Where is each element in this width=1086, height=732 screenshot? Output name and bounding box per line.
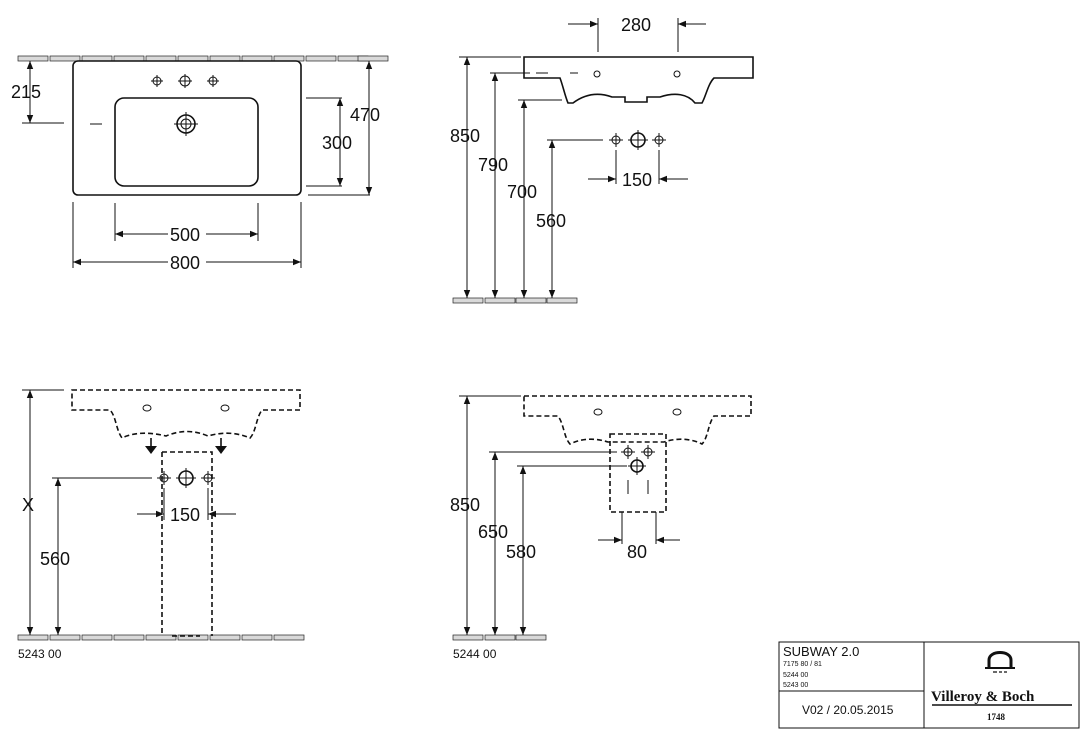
dim-580: 580 <box>506 542 536 562</box>
pedestal-dashed <box>161 451 213 637</box>
fountain-icon <box>985 651 1015 673</box>
product-name: SUBWAY 2.0 <box>783 644 859 659</box>
dim-280: 280 <box>621 15 651 35</box>
dim-650: 650 <box>478 522 508 542</box>
pedestal-5243-view: X 560 150 5243 00 <box>17 389 305 661</box>
brand-logo: Villeroy & Boch 1748 <box>931 651 1072 722</box>
ref-line-1: 7175 80 / 81 <box>783 661 822 668</box>
dim-850-side: 850 <box>450 126 480 146</box>
floor-tiles <box>452 634 547 641</box>
basin-dashed <box>71 389 301 440</box>
floor-tiles <box>452 297 578 304</box>
basin-profile <box>523 56 754 104</box>
basin-bowl <box>114 97 259 187</box>
side-view: 280 850 790 700 560 150 <box>450 15 754 304</box>
dim-500: 500 <box>170 225 200 245</box>
version-date: V02 / 20.05.2015 <box>802 703 894 717</box>
dim-80: 80 <box>627 542 647 562</box>
dim-850-pedestal: 850 <box>450 495 480 515</box>
dim-790: 790 <box>478 155 508 175</box>
drain-icon <box>174 112 198 136</box>
dim-560-side: 560 <box>536 211 566 231</box>
dim-800: 800 <box>170 253 200 273</box>
dim-560-pedestal: 560 <box>40 549 70 569</box>
top-view: 215 470 300 500 800 <box>11 55 389 273</box>
article-code-5243: 5243 00 <box>18 647 62 661</box>
tap-holes <box>151 74 219 88</box>
floor-tiles <box>17 634 305 641</box>
connection-holes-icon <box>609 130 666 150</box>
dim-x: X <box>22 495 34 515</box>
pedestal-5244-view: 850 650 580 80 5244 00 <box>450 395 752 661</box>
wall-tiles <box>17 55 389 62</box>
article-code-5244: 5244 00 <box>453 647 497 661</box>
dim-300: 300 <box>322 133 352 153</box>
dim-470: 470 <box>350 105 380 125</box>
connection-holes-icon <box>157 468 215 488</box>
semi-pedestal-dashed <box>609 433 667 513</box>
brand-year: 1748 <box>987 712 1006 722</box>
dim-150-pedestal: 150 <box>170 505 200 525</box>
ref-line-2: 5244 00 <box>783 672 808 679</box>
ref-line-3: 5243 00 <box>783 682 808 689</box>
dim-700: 700 <box>507 182 537 202</box>
title-block: SUBWAY 2.0 7175 80 / 81 5244 00 5243 00 … <box>778 641 1080 729</box>
connection-holes-icon <box>621 445 655 475</box>
dim-150-side: 150 <box>622 170 652 190</box>
brand-name: Villeroy & Boch <box>931 689 1035 705</box>
basin-dashed <box>523 395 752 445</box>
dim-215: 215 <box>11 82 41 102</box>
basin-outline <box>72 60 302 196</box>
